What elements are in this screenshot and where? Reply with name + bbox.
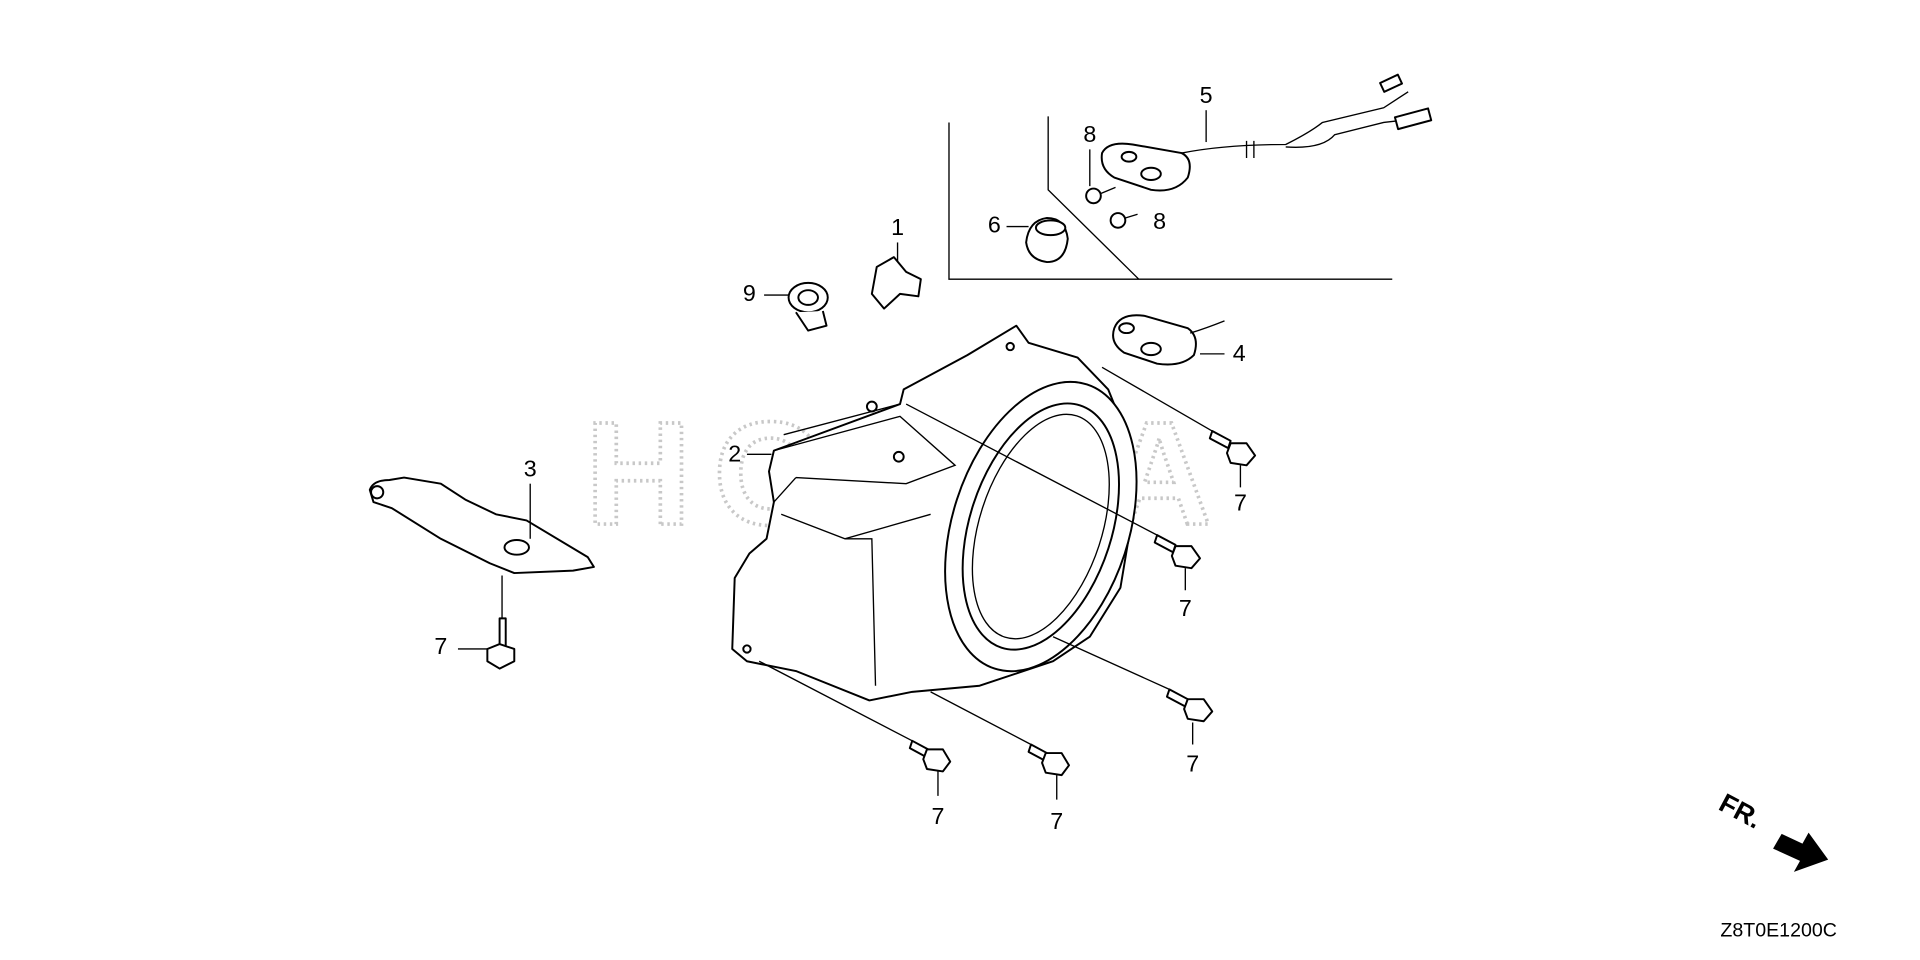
part-3-guide-plate: [368, 476, 595, 575]
callout-2: 2: [728, 441, 741, 467]
part-5-oil-sensor-with-lead: [1100, 73, 1433, 192]
part-7-bolt: [905, 403, 1201, 591]
part-7-bolt: [758, 660, 952, 796]
callout-9: 9: [743, 280, 756, 306]
callout-5: 5: [1200, 82, 1213, 108]
front-label: FR.: [1714, 788, 1766, 835]
callout-6: 6: [988, 212, 1001, 238]
diagram-code: Z8T0E1200C: [1720, 920, 1836, 942]
inset-box: [948, 116, 1393, 280]
callout-7: 7: [1050, 808, 1063, 834]
callout-3: 3: [524, 455, 537, 481]
part-7-bolt: [457, 575, 516, 670]
part-8-screw: [1085, 186, 1116, 205]
callout-7: 7: [931, 803, 944, 829]
callout-7: 7: [1234, 490, 1247, 516]
callout-8: 8: [1083, 121, 1096, 147]
callout-7: 7: [1179, 595, 1192, 621]
part-7-bolt: [1101, 366, 1257, 488]
callout-7: 7: [434, 633, 447, 659]
front-direction-indicator: FR.: [1714, 788, 1829, 872]
callout-1: 1: [891, 214, 904, 240]
part-4-oil-sensor: [1112, 314, 1225, 366]
part-7-bolt: [930, 691, 1070, 800]
front-arrow-icon: [1773, 832, 1829, 872]
part-6-grommet: [1025, 216, 1069, 264]
callout-8: 8: [1153, 208, 1166, 234]
callout-4: 4: [1233, 340, 1246, 366]
part-8-screw: [1109, 212, 1138, 229]
part-9-clamp: [764, 281, 829, 332]
part-2-fan-cover: [731, 324, 1138, 702]
part-1-clip: [870, 242, 922, 310]
callout-7: 7: [1186, 750, 1199, 776]
part-7-bolt: [1052, 636, 1214, 745]
